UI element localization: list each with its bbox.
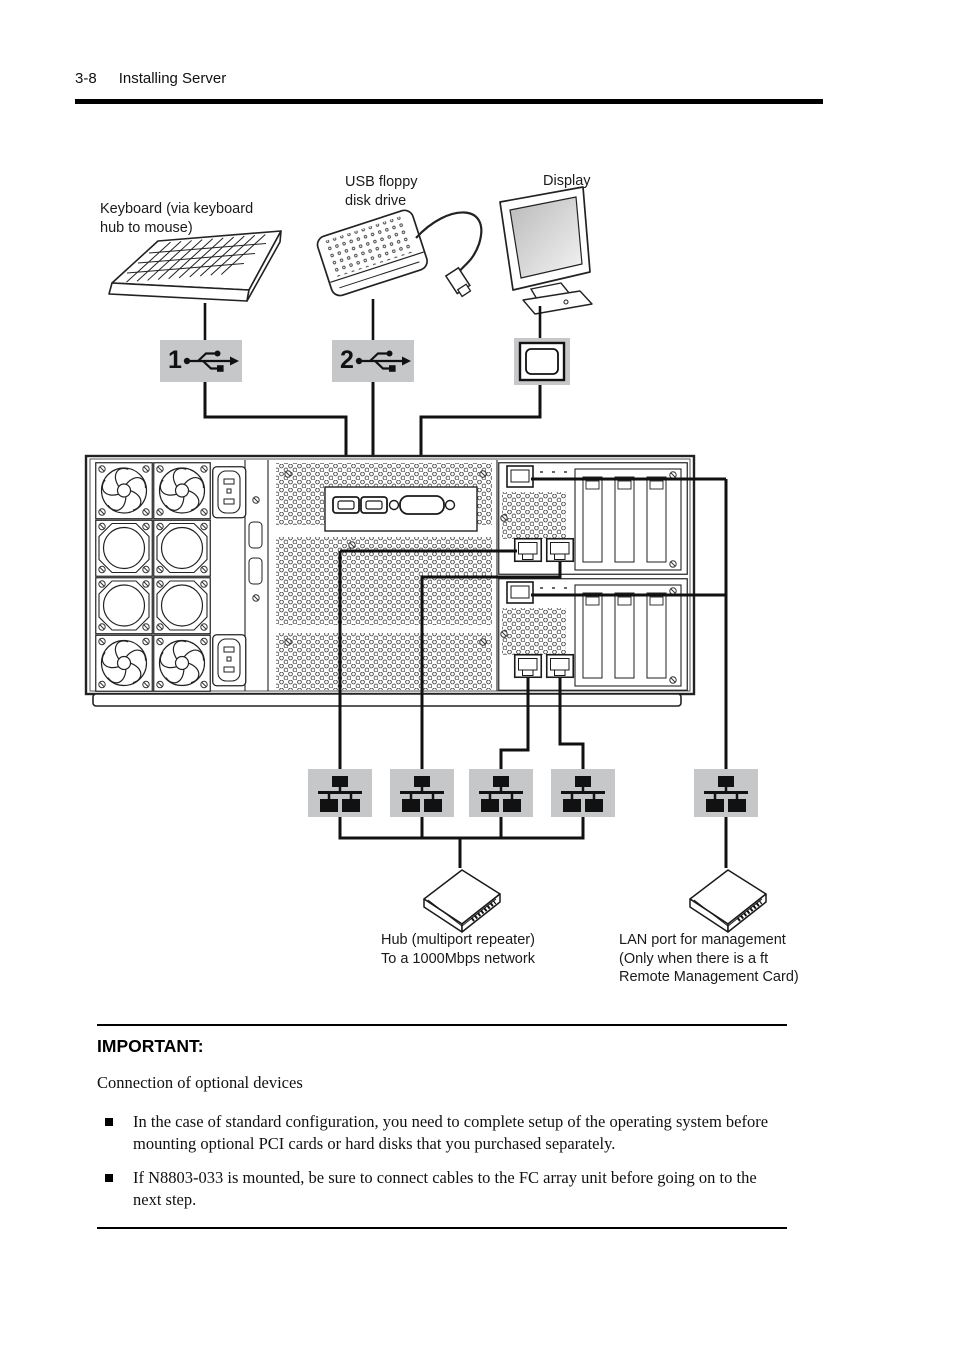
keyboard-label: Keyboard (via keyboard hub to mouse) <box>100 201 254 236</box>
floppy-drive-illustration <box>316 209 483 298</box>
connection-diagram <box>84 186 768 934</box>
usb-port-2-number: 2 <box>340 346 354 374</box>
display-illustration <box>499 186 593 315</box>
io-connector-panel <box>324 486 478 532</box>
ac-inlet-bottom <box>212 634 247 687</box>
hub-lan-management <box>688 868 768 934</box>
display-connector-icon <box>514 338 570 385</box>
usb-port-2-icon <box>332 340 414 382</box>
floppy-label: USB floppy disk drive <box>345 174 418 209</box>
usb-port-1-icon <box>160 340 242 382</box>
usb-port-1-number: 1 <box>168 346 182 374</box>
server-rear-panel <box>84 454 696 707</box>
display-label: Display <box>543 173 591 189</box>
hub-label: Hub (multiport repeater) To a 1000Mbps n… <box>381 932 535 967</box>
lan-network-icon-1 <box>306 767 374 819</box>
list-item: If N8803-033 is mounted, be sure to conn… <box>97 1167 787 1211</box>
vga-connector <box>399 495 445 515</box>
important-bottom-rule <box>97 1226 787 1229</box>
bullet-text: In the case of standard configuration, y… <box>133 1112 769 1153</box>
important-top-rule <box>97 1024 787 1026</box>
lan-network-icon-3 <box>467 767 535 819</box>
bullet-text: If N8803-033 is mounted, be sure to conn… <box>133 1167 757 1209</box>
keyboard-illustration <box>108 230 282 302</box>
ac-inlet-top <box>212 466 247 519</box>
lan-management-label: LAN port for management (Only when there… <box>619 932 799 986</box>
section-number: 3-8 <box>75 70 97 87</box>
important-section: IMPORTANT: Connection of optional device… <box>97 1016 787 1229</box>
header-rule <box>75 99 823 104</box>
important-intro: Connection of optional devices <box>97 1073 303 1092</box>
lan-network-icon-2 <box>388 767 456 819</box>
device-leads <box>203 299 542 340</box>
lan-network-icon-4 <box>549 767 617 819</box>
page-title: Installing Server <box>118 70 227 87</box>
list-item: In the case of standard configuration, y… <box>97 1111 787 1155</box>
important-heading: IMPORTANT: <box>97 1036 204 1056</box>
usb-connector-2 <box>360 496 388 514</box>
bullet-square-icon <box>105 1118 113 1126</box>
lan-network-icon-5 <box>692 767 760 819</box>
page-header: 3-8 Installing Server <box>75 70 226 87</box>
usb-connector-1 <box>332 496 360 514</box>
chassis-bottom-flange <box>92 693 682 707</box>
hub-multiport-repeater <box>422 868 502 934</box>
bullet-square-icon <box>105 1173 113 1182</box>
